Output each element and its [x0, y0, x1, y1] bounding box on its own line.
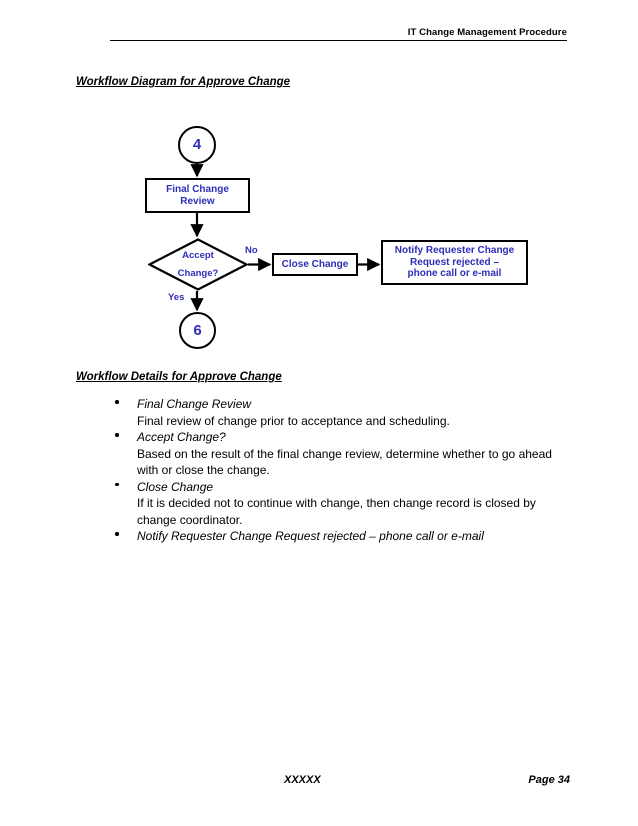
flow-node-accept-change-line1: Accept [182, 249, 214, 261]
list-item: Close Change If it is decided not to con… [113, 479, 573, 529]
flow-node-accept-change-decision: Accept Change? [148, 238, 248, 291]
flow-node-accept-change-line2: Change? [177, 267, 219, 279]
flow-node-final-change-review-line2: Review [180, 195, 215, 207]
list-item-title: Notify Requester Change Request rejected… [137, 529, 484, 543]
flow-node-start-connector-4: 4 [178, 126, 216, 164]
page-title-workflow-diagram: Workflow Diagram for Approve Change [76, 76, 291, 88]
list-item-title: Final Change Review [137, 397, 252, 411]
workflow-details-list: Final Change Review Final review of chan… [113, 396, 573, 545]
header-title: IT Change Management Procedure [407, 27, 567, 38]
flow-node-notify-requester-line3: phone call or e-mail [407, 268, 502, 280]
list-item: Notify Requester Change Request rejected… [113, 528, 573, 545]
flow-node-close-change: Close Change [272, 253, 358, 276]
bullet-icon [115, 433, 119, 437]
page-title-workflow-details: Workflow Details for Approve Change [76, 371, 282, 383]
bullet-icon [115, 482, 119, 486]
list-item-description: Final review of change prior to acceptan… [137, 413, 450, 428]
flow-node-final-change-review: Final Change Review [145, 178, 250, 213]
flow-node-notify-requester: Notify Requester Change Request rejected… [381, 240, 528, 285]
footer-document-label: XXXXX [284, 774, 321, 786]
list-item-title: Close Change [137, 479, 214, 494]
list-item: Final Change Review Final review of chan… [113, 396, 573, 429]
flow-node-final-change-review-line1: Final Change [166, 183, 229, 195]
list-item-description: If it is decided not to continue with ch… [137, 496, 536, 527]
footer-page-number: Page 34 [528, 774, 570, 786]
page-header-rule: IT Change Management Procedure [110, 22, 567, 41]
flow-node-notify-requester-line1: Notify Requester Change [394, 244, 515, 256]
list-item-description: Based on the result of the final change … [137, 446, 552, 478]
list-item-title: Accept Change? [137, 430, 226, 444]
flow-edge-label-yes: Yes [168, 292, 185, 303]
flow-node-end-connector-6: 6 [179, 312, 216, 349]
bullet-icon [115, 532, 119, 536]
flow-edge-label-no: No [245, 245, 258, 256]
list-item: Accept Change? Based on the result of th… [113, 429, 573, 479]
flow-node-notify-requester-line2: Request rejected – [410, 256, 499, 268]
bullet-icon [115, 400, 119, 404]
